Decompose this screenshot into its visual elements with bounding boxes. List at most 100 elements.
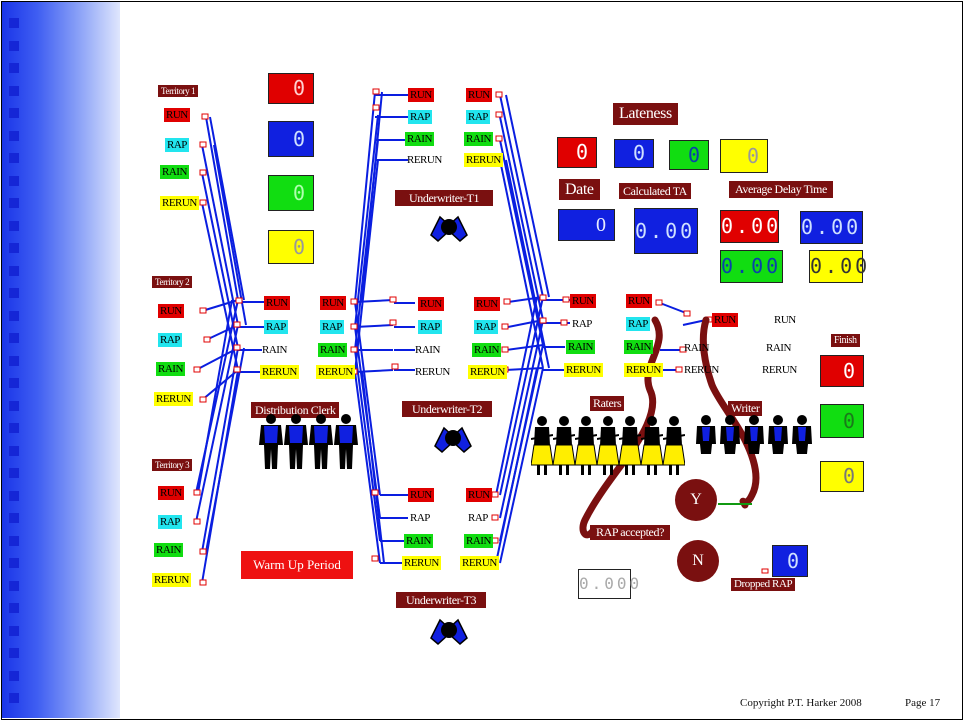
writer-out-run: RUN	[772, 313, 798, 327]
t2-rerun: RERUN	[154, 392, 193, 406]
uw2-in-run: RUN	[418, 297, 444, 311]
writer-icon	[695, 414, 717, 454]
uw1-out-rap: RAP	[466, 110, 490, 124]
clerk-icon	[333, 413, 359, 469]
rater-icon	[553, 415, 575, 477]
uw1-in-rap: RAP	[408, 110, 432, 124]
underwriter-t3-label: Underwriter-T3	[396, 592, 486, 608]
uw1-out-run: RUN	[466, 88, 492, 102]
dist-in-run: RUN	[264, 296, 290, 310]
counter-rerun: 0	[268, 230, 314, 264]
dist-in-rap: RAP	[264, 320, 288, 334]
uw1-in-rerun: RERUN	[405, 153, 444, 167]
writer-icon	[743, 414, 765, 454]
raters-in-rain: RAIN	[566, 340, 595, 354]
copyright-text: Copyright P.T. Harker 2008	[740, 697, 862, 709]
avg-delay-rerun: 0.00	[809, 250, 863, 283]
underwriter-t1-icon	[428, 205, 470, 243]
t2-rap: RAP	[158, 333, 182, 347]
writer-in-run: RUN	[712, 313, 738, 327]
raters-label: Raters	[590, 396, 624, 411]
lateness-label: Lateness	[613, 103, 678, 125]
no-circle: N	[677, 540, 719, 582]
raters-out-rerun: RERUN	[624, 363, 663, 377]
t1-rerun: RERUN	[160, 196, 199, 210]
territory-2-label: Territory 2	[152, 276, 192, 288]
date-value: 0	[558, 209, 615, 241]
writer-icon	[719, 414, 741, 454]
territory-1-label: Territory 1	[158, 85, 198, 97]
writer-in-rerun: RERUN	[682, 363, 721, 377]
writer-icon	[791, 414, 813, 454]
raters-out-rain: RAIN	[624, 340, 653, 354]
raters-in-rerun: RERUN	[564, 363, 603, 377]
t3-run: RUN	[158, 486, 184, 500]
rater-icon	[619, 415, 641, 477]
t2-rain: RAIN	[156, 362, 185, 376]
rater-icon	[663, 415, 685, 477]
t3-rap: RAP	[158, 515, 182, 529]
uw2-out-rerun: RERUN	[468, 365, 507, 379]
avg-delay-rap: 0.00	[800, 211, 863, 244]
finish-run: 0	[820, 355, 864, 387]
t1-rain: RAIN	[160, 165, 189, 179]
uw2-out-rain: RAIN	[472, 343, 501, 357]
finish-rain: 0	[820, 404, 864, 438]
page-number: Page 17	[905, 697, 940, 709]
dist-out-rain: RAIN	[318, 343, 347, 357]
lateness-rerun: 0	[720, 139, 768, 173]
rap-accepted-value: 0.000	[578, 569, 631, 599]
raters-in-run: RUN	[570, 294, 596, 308]
uw2-out-rap: RAP	[474, 320, 498, 334]
avg-delay-run: 0.00	[720, 210, 779, 243]
calc-ta-value: 0.00	[634, 208, 698, 254]
dropped-rap-label: Dropped RAP	[731, 578, 795, 591]
rater-icon	[531, 415, 553, 477]
uw2-out-run: RUN	[474, 297, 500, 311]
uw3-in-rain: RAIN	[404, 534, 433, 548]
clerk-icon	[283, 413, 309, 469]
underwriter-t2-label: Underwriter-T2	[402, 401, 492, 417]
dist-out-rerun: RERUN	[316, 365, 355, 379]
finish-rerun: 0	[820, 461, 864, 492]
rater-icon	[641, 415, 663, 477]
territory-3-label: Territory 3	[152, 459, 192, 471]
counter-rain: 0	[268, 175, 314, 211]
rater-icon	[597, 415, 619, 477]
t3-rain: RAIN	[154, 543, 183, 557]
dist-in-rerun: RERUN	[260, 365, 299, 379]
clerk-icon	[308, 413, 334, 469]
dist-out-rap: RAP	[320, 320, 344, 334]
writer-out-rerun: RERUN	[760, 363, 799, 377]
writer-icon	[767, 414, 789, 454]
counter-run: 0	[268, 73, 314, 104]
avg-delay-label: Average Delay Time	[729, 181, 833, 198]
uw3-out-rap: RAP	[466, 511, 490, 525]
rap-accepted-label: RAP accepted?	[590, 525, 670, 540]
t1-rap: RAP	[165, 138, 189, 152]
uw2-in-rerun: RERUN	[413, 365, 452, 379]
uw1-out-rerun: RERUN	[464, 153, 503, 167]
raters-out-run: RUN	[626, 294, 652, 308]
uw2-in-rap: RAP	[418, 320, 442, 334]
uw1-out-rain: RAIN	[464, 132, 493, 146]
dist-in-rain: RAIN	[260, 343, 289, 357]
rater-icon	[575, 415, 597, 477]
uw3-out-run: RUN	[466, 488, 492, 502]
lateness-rain: 0	[669, 140, 709, 170]
dropped-rap-value: 0	[772, 545, 808, 577]
clerk-icon	[258, 413, 284, 469]
date-label: Date	[559, 179, 600, 200]
uw1-in-run: RUN	[408, 88, 434, 102]
avg-delay-rain: 0.00	[720, 250, 783, 283]
yes-circle: Y	[675, 479, 717, 521]
uw3-in-rap: RAP	[408, 511, 432, 525]
warm-up-period-button[interactable]: Warm Up Period	[241, 551, 353, 579]
writer-in-rain: RAIN	[682, 341, 711, 355]
lateness-rap: 0	[614, 139, 654, 168]
uw3-out-rain: RAIN	[464, 534, 493, 548]
t2-run: RUN	[158, 304, 184, 318]
raters-out-rap: RAP	[626, 317, 650, 331]
dist-out-run: RUN	[320, 296, 346, 310]
underwriter-t1-label: Underwriter-T1	[395, 190, 493, 206]
